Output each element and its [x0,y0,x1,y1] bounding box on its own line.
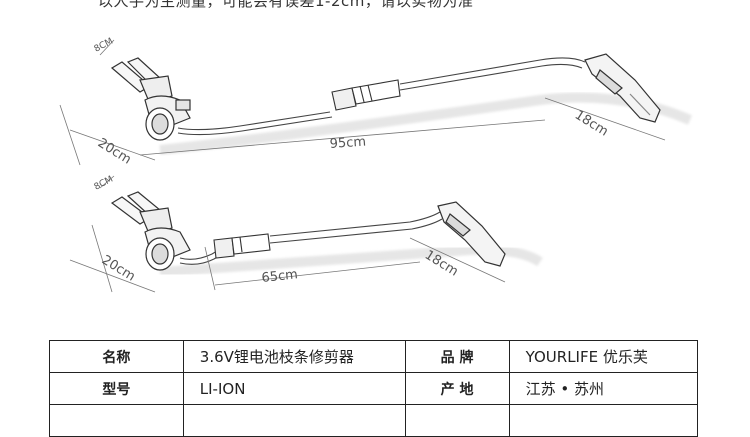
spec-label: 型号 [49,372,184,405]
spec-value [182,404,406,437]
specs-table: 名称 3.6V锂电池枝条修剪器 品 牌 YOURLIFE 优乐芙 型号 LI-I… [49,340,699,437]
spec-label [404,404,510,437]
spec-value: YOURLIFE 优乐芙 [508,340,699,373]
spec-value: 3.6V锂电池枝条修剪器 [182,340,406,373]
lower-cutting-head [144,227,191,271]
product-line-drawing: 8CM 20cm 95cm 18cm [59,37,692,293]
spec-label: 产 地 [404,372,510,405]
table-row: 名称 3.6V锂电池枝条修剪器 品 牌 YOURLIFE 优乐芙 [49,340,699,373]
lower-shaft [179,247,225,265]
spec-label [49,404,184,437]
lower-trimmer: 8CM 20cm 65cm 18cm [69,175,543,293]
spec-value: 江苏 • 苏州 [508,372,699,405]
upper-dim-handle: 18cm [572,108,611,140]
upper-shaft [177,111,333,136]
spec-label: 名称 [49,340,184,373]
upper-handle [584,53,661,123]
upper-dim-head: 20cm [95,136,134,168]
lower-dim-clamp: 8CM [93,175,115,193]
lower-dim-shaft: 65cm [261,267,299,286]
lower-handle [437,201,506,267]
spec-value [508,404,699,437]
upper-cutting-head [144,95,191,141]
upper-trimmer: 8CM 20cm 95cm 18cm [59,37,692,168]
table-row: 型号 LI-ION 产 地 江苏 • 苏州 [49,372,699,405]
lower-lock-sleeve [213,233,271,259]
measurement-notice: 以人手为主测量，可能会有误差1-2cm，请以实物为准 [98,0,474,10]
spec-label: 品 牌 [404,340,510,373]
upper-dim-clamp: 8CM [93,37,115,55]
spec-value: LI-ION [182,372,406,405]
upper-dim-shaft: 95cm [329,134,366,151]
lower-dim-head: 20cm [99,253,138,285]
upper-lock-sleeve [331,79,401,111]
table-row [49,404,699,437]
